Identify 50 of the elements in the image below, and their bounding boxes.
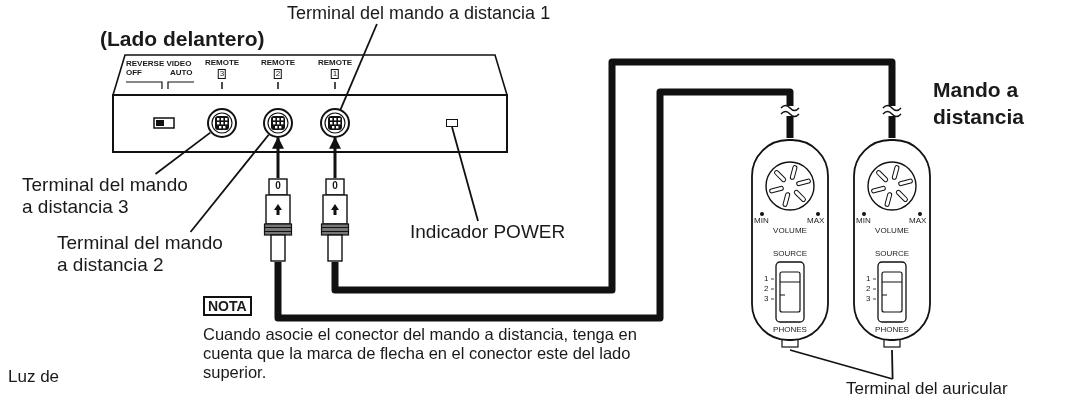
switch-label: AUTO (170, 69, 193, 77)
leader-line (154, 131, 212, 175)
arrow (329, 136, 341, 178)
callout-text: Terminal del auricular (846, 379, 1068, 400)
callout-text: Luz de (8, 367, 60, 387)
port-number: 1 (330, 69, 340, 79)
switch-label: SOURCE (772, 250, 808, 258)
dial-label: VOLUME (773, 227, 807, 235)
port-label: REMOTE (317, 59, 353, 67)
arrow (272, 136, 284, 178)
leader-line (189, 133, 270, 233)
switch-label: REVERSE VIDEO (126, 60, 192, 68)
plug-connector-drawing (321, 178, 349, 262)
switch-label: SOURCE (874, 250, 910, 258)
note-badge: NOTA (203, 296, 252, 316)
power-indicator (446, 119, 458, 127)
jack-label: PHONES (773, 326, 807, 334)
dial-label: MAX (909, 217, 927, 225)
switch-label: OFF (126, 69, 142, 77)
note-text: Cuando asocie el conector del mando a distancia, tenga en cuenta que la marca de flecha en el conector este del lado superior. (203, 325, 638, 382)
dial-label: MAX (807, 217, 825, 225)
position-number: 3 (866, 295, 871, 303)
plug-marking: 0 (275, 181, 281, 191)
callout-text: Terminal del mando a distancia 2 (57, 232, 235, 276)
port-number: 3 (217, 69, 227, 79)
port-label: REMOTE (204, 59, 240, 67)
port-number: 2 (273, 69, 283, 79)
section-heading: Mando a distancia (933, 77, 1026, 130)
dial-label: VOLUME (875, 227, 909, 235)
leader-line (339, 23, 378, 111)
leader-line (451, 126, 479, 222)
title: (Lado delantero) (100, 27, 265, 51)
leader-line (789, 349, 894, 380)
jack-label: PHONES (875, 326, 909, 334)
cable (274, 88, 794, 322)
position-number: 1 (866, 275, 871, 283)
callout-text: Terminal del mando a distancia 3 (22, 174, 200, 218)
position-number: 2 (764, 285, 769, 293)
plug-marking: 0 (332, 181, 338, 191)
callout-text: Indicador POWER (410, 221, 580, 243)
control-unit-drawing (110, 52, 510, 154)
position-number: 2 (866, 285, 871, 293)
callout-text: Terminal del mando a distancia 1 (287, 3, 597, 24)
plug-connector-drawing (264, 178, 292, 262)
port-label: REMOTE (260, 59, 296, 67)
dial-label: MIN (856, 217, 871, 225)
position-number: 1 (764, 275, 769, 283)
position-number: 3 (764, 295, 769, 303)
dial-label: MIN (754, 217, 769, 225)
leader-line (891, 349, 894, 380)
